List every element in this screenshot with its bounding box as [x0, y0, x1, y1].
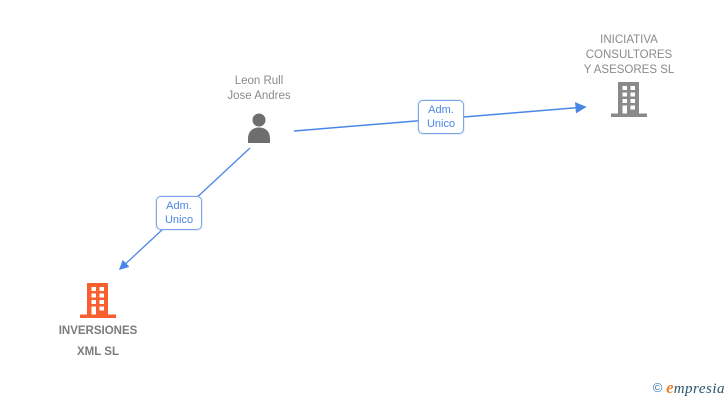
empresia-logo[interactable]: © empresia — [653, 378, 725, 398]
edge-label-line1: Adm. — [428, 104, 454, 116]
node-company-inversiones[interactable]: INVERSIONES XML SL — [28, 283, 168, 360]
company-name-line2: CONSULTORES — [585, 49, 673, 61]
brand-initial: e — [666, 378, 674, 397]
edge-label-line2: Unico — [426, 118, 456, 130]
node-person[interactable]: Leon Rull Jose Andres — [189, 74, 329, 143]
company-name-line3: Y ASESORES SL — [583, 64, 675, 76]
building-icon — [80, 283, 116, 318]
node-company-iniciativa[interactable]: INICIATIVA CONSULTORES Y ASESORES SL — [555, 33, 703, 117]
edge-label-adm-unico-left: Adm. Unico — [156, 196, 202, 230]
company-name-line2: XML SL — [77, 346, 119, 358]
person-name-line2: Jose Andres — [227, 90, 291, 102]
person-name-line1: Leon Rull — [234, 75, 284, 87]
edge-label-line2: Unico — [164, 214, 194, 226]
edge-label-line1: Adm. — [166, 200, 192, 212]
person-silhouette-icon — [248, 113, 270, 143]
edge-label-adm-unico-right: Adm. Unico — [418, 100, 464, 134]
copyright-icon: © — [652, 380, 663, 395]
company-name-line1: INVERSIONES — [58, 325, 138, 337]
brand-rest: mpresia — [673, 381, 725, 397]
building-icon — [611, 82, 647, 117]
company-name-line1: INICIATIVA — [600, 34, 658, 46]
